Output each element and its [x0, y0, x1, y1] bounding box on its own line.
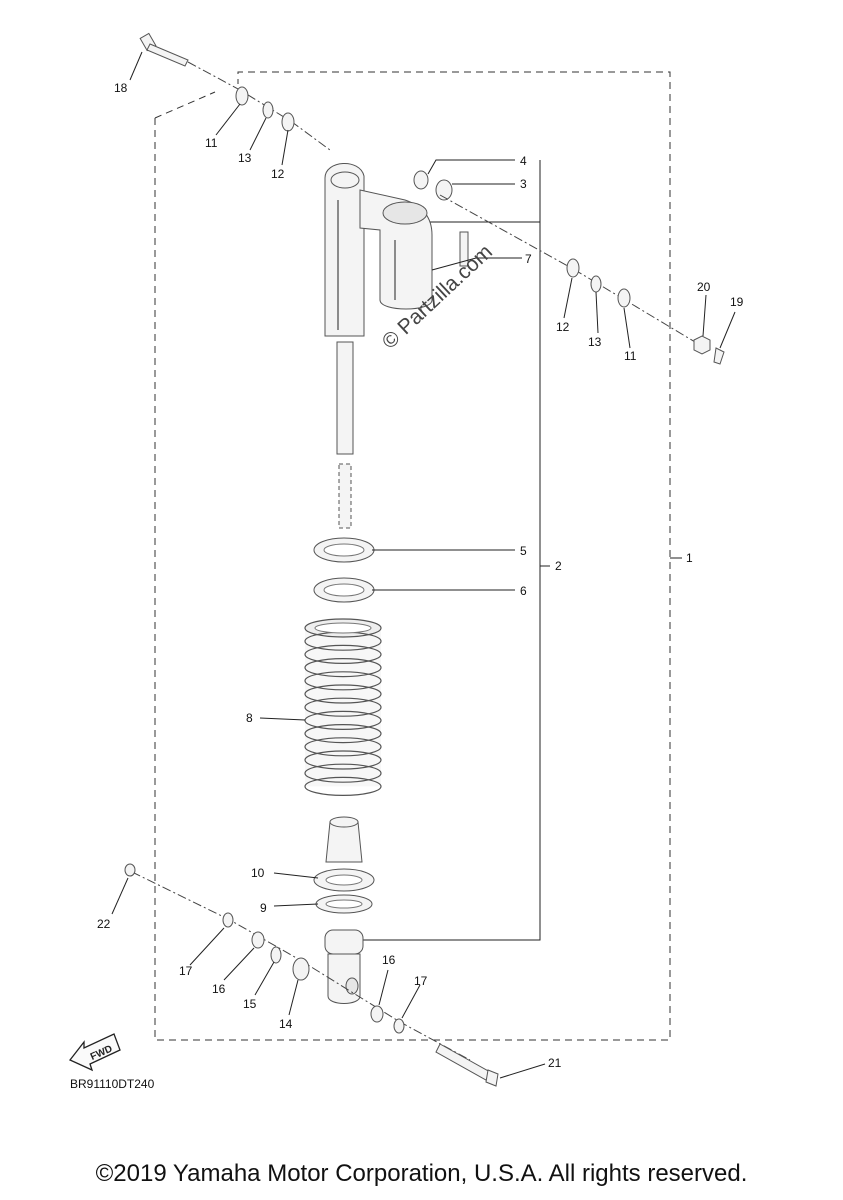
- callout-15: 15: [243, 997, 257, 1011]
- spring-coil: [304, 710, 382, 731]
- leader-9: [273, 903, 319, 907]
- callout-13-top: 13: [238, 151, 252, 165]
- washer-11-top: [235, 86, 249, 106]
- callout-21: 21: [548, 1056, 562, 1070]
- leader-7: [431, 257, 522, 271]
- bump-stop: [325, 816, 363, 863]
- cotter-19: [713, 347, 725, 365]
- leader-16a: [223, 947, 255, 981]
- collar-15: [270, 946, 282, 964]
- leader-16b: [378, 969, 389, 1006]
- callout-14: 14: [279, 1017, 293, 1031]
- callout-7: 7: [525, 252, 532, 266]
- callout-13-right: 13: [588, 335, 602, 349]
- bracket-group-2: [357, 160, 541, 941]
- callout-16-left: 16: [212, 982, 226, 996]
- fwd-arrow-icon: FWD: [68, 1033, 121, 1072]
- bolt-18: [139, 32, 189, 67]
- diagram-code: BR91110DT240: [70, 1077, 155, 1091]
- shock-body: [324, 163, 469, 337]
- leader-8: [259, 717, 306, 721]
- callout-18: 18: [114, 81, 128, 95]
- leader-15: [254, 961, 275, 996]
- callout-12-top: 12: [271, 167, 285, 181]
- leader-17a: [189, 927, 225, 966]
- spring-coil: [304, 697, 382, 717]
- collar-13-top: [262, 101, 274, 119]
- leader-13a: [249, 117, 267, 151]
- assembly-boundary-slant: [154, 91, 216, 119]
- leader-12b: [563, 277, 573, 319]
- bearing-14: [292, 957, 310, 981]
- spring-guide-10: [313, 868, 375, 892]
- nut-20: [693, 335, 711, 355]
- cap-17-left: [222, 912, 234, 928]
- callout-12-right: 12: [556, 320, 570, 334]
- leader-18: [129, 51, 143, 81]
- callout-20: 20: [697, 280, 711, 294]
- spring-coil: [304, 644, 382, 665]
- seal-16-right: [370, 1005, 384, 1023]
- callout-10: 10: [251, 866, 265, 880]
- callout-16-right: 16: [382, 953, 396, 967]
- spring-seat-6: [313, 577, 375, 603]
- leader-11b: [623, 307, 631, 349]
- callout-3: 3: [520, 177, 527, 191]
- spring-coil: [304, 776, 382, 797]
- spring-coil: [304, 671, 382, 691]
- callout-11-right: 11: [624, 349, 637, 363]
- spring-coil: [304, 684, 382, 704]
- collar-13-right: [590, 275, 602, 293]
- spring-seat-5: [313, 537, 375, 563]
- callout-4: 4: [520, 154, 527, 168]
- copyright-footer: ©2019 Yamaha Motor Corporation, U.S.A. A…: [95, 1160, 748, 1187]
- leader-20: [702, 294, 707, 337]
- callout-5: 5: [520, 544, 527, 558]
- leader-10: [273, 872, 319, 879]
- spring-coil: [304, 763, 382, 783]
- piston-rod: [336, 341, 354, 529]
- callout-22: 22: [97, 917, 111, 931]
- leader-14: [288, 979, 299, 1016]
- spring-coil: [304, 657, 382, 678]
- bolt-21: [435, 1043, 499, 1087]
- spring-coil: [304, 737, 382, 757]
- callout-11-top: 11: [205, 136, 218, 150]
- leader-4: [427, 159, 515, 175]
- spring-top-opening: [314, 622, 372, 634]
- callout-6: 6: [520, 584, 527, 598]
- leader-17b: [401, 984, 421, 1019]
- cap-17-right: [393, 1018, 405, 1034]
- callout-1: 1: [686, 551, 693, 565]
- bushing-12-right: [566, 258, 580, 278]
- coil-spring-8: [304, 618, 382, 797]
- cap-22: [124, 863, 136, 877]
- leader-12a: [281, 129, 289, 166]
- bushing-12-top: [281, 112, 295, 132]
- callout-17-left: 17: [179, 964, 193, 978]
- bushing-4: [413, 170, 429, 190]
- spring-coil: [304, 750, 382, 770]
- assembly-boundary: [154, 71, 671, 1041]
- lock-ring-9: [315, 894, 373, 914]
- leader-22: [111, 877, 129, 915]
- washer-11-right: [617, 288, 631, 308]
- leader-13b: [595, 291, 599, 334]
- callout-8: 8: [246, 711, 253, 725]
- callout-17-right: 17: [414, 974, 428, 988]
- callout-19: 19: [730, 295, 744, 309]
- lower-clevis: [324, 929, 364, 1004]
- leader-19: [719, 311, 736, 349]
- callout-9: 9: [260, 901, 267, 915]
- seal-16-left: [251, 931, 265, 949]
- leader-11a: [215, 103, 241, 136]
- leader-21: [499, 1063, 546, 1079]
- spring-coil: [304, 723, 382, 744]
- callout-2: 2: [555, 559, 562, 573]
